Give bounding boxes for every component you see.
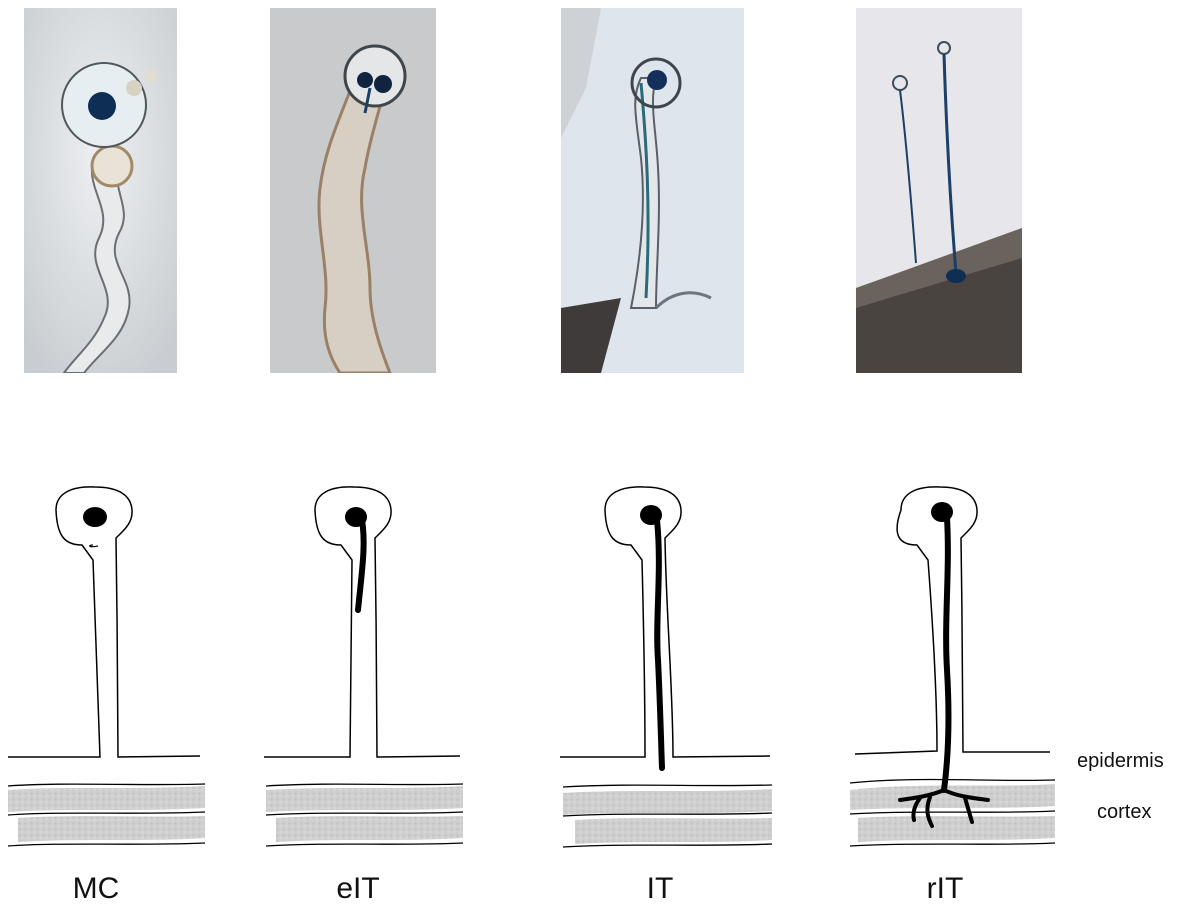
micrograph-mc — [24, 8, 177, 373]
micrograph-eit — [270, 8, 436, 373]
schematic-eit — [264, 487, 463, 846]
schematic-mc — [8, 487, 205, 846]
stage-label-eit: eIT — [336, 872, 379, 906]
micrograph-rit — [856, 8, 1022, 373]
stage-label-rit: rIT — [927, 872, 964, 906]
epidermis-label: epidermis — [1077, 750, 1164, 773]
cortex-label: cortex — [1097, 801, 1151, 824]
schematic-rit — [850, 487, 1055, 846]
micrograph-it — [561, 8, 744, 373]
schematic-drawings — [0, 440, 1203, 860]
stage-label-mc: MC — [73, 872, 120, 906]
schematic-it — [560, 487, 772, 847]
stage-label-it: IT — [647, 872, 674, 906]
